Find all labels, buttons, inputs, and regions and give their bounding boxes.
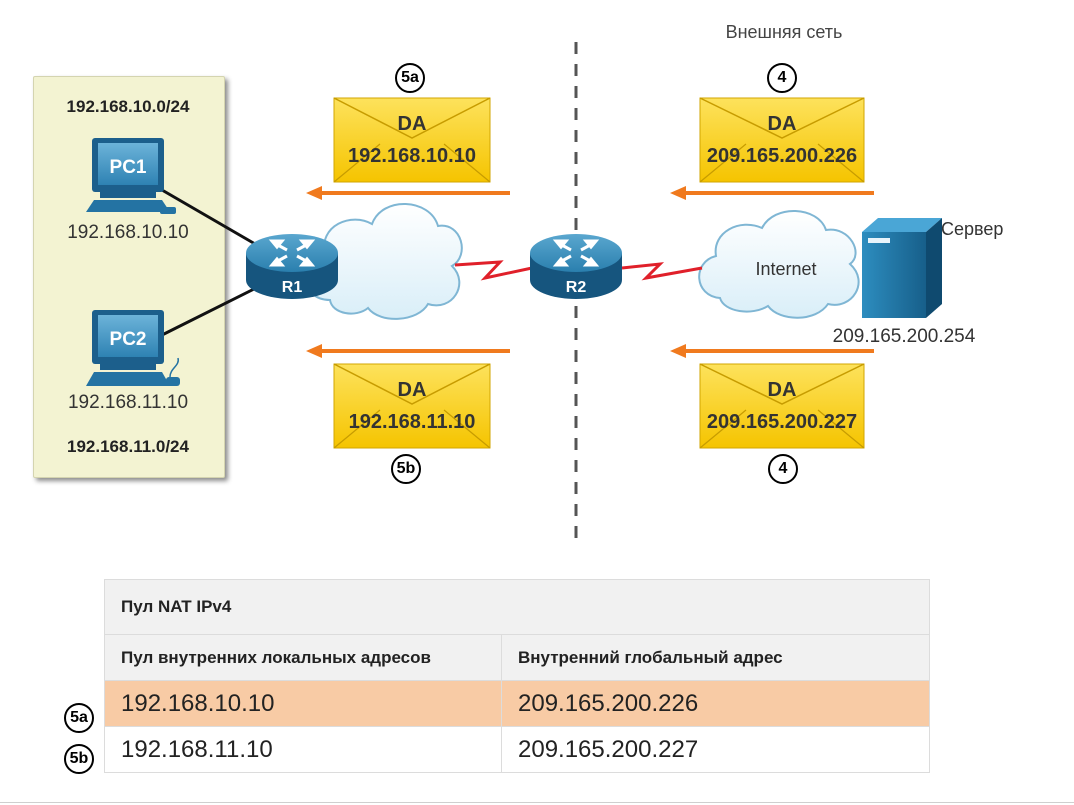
pc1-icon	[86, 138, 176, 214]
internet-label: Internet	[755, 259, 816, 279]
arrow-5b	[306, 344, 510, 358]
envelope-5b-address: 192.168.11.10	[349, 411, 476, 433]
pc1-r1-link	[161, 188, 263, 250]
pc1-name: PC1	[110, 157, 147, 178]
bottom-divider	[0, 802, 1074, 803]
router-r2-icon	[530, 234, 622, 299]
table-title-row: Пул NAT IPv4	[104, 579, 930, 635]
envelope-4-top-title: DA	[768, 113, 797, 135]
table-row: 192.168.11.10 209.165.200.227	[104, 726, 930, 773]
envelope-5a	[333, 97, 491, 183]
router-r1-label: R1	[282, 279, 303, 296]
step-marker-4-top: 4	[767, 63, 797, 93]
table-step-marker-5b: 5b	[64, 744, 94, 774]
envelope-4-top	[699, 97, 865, 183]
step-marker-5b: 5b	[391, 454, 421, 484]
envelope-5a-title: DA	[398, 113, 427, 135]
envelope-4-top-address: 209.165.200.226	[707, 145, 857, 167]
router-r2-label: R2	[566, 279, 587, 296]
table-header-row: Пул внутренних локальных адресов Внутрен…	[104, 634, 930, 681]
pc2-ip: 192.168.11.10	[67, 392, 189, 413]
external-network-label: Внешняя сеть	[726, 22, 843, 42]
header-inside-global: Внутренний глобальный адрес	[501, 634, 930, 681]
nat-pool-table: Пул NAT IPv4 Пул внутренних локальных ад…	[104, 579, 930, 773]
pc2-name: PC2	[110, 329, 147, 350]
arrow-5a	[306, 186, 510, 200]
arrow-4-top	[670, 186, 874, 200]
server-ip: 209.165.200.254	[833, 326, 976, 347]
envelope-4-bottom-address: 209.165.200.227	[707, 411, 857, 433]
envelope-5a-address: 192.168.10.10	[348, 145, 476, 167]
router-r1-icon	[246, 234, 338, 299]
row-5b-local: 192.168.11.10	[104, 726, 502, 773]
pc2-icon	[86, 310, 180, 386]
table-step-marker-5a: 5a	[64, 703, 94, 733]
step-marker-4-bottom: 4	[768, 454, 798, 484]
pc1-ip: 192.168.10.10	[67, 222, 189, 243]
row-5b-global: 209.165.200.227	[501, 726, 930, 773]
row-5a-global: 209.165.200.226	[501, 680, 930, 727]
subnet-bottom-label: 192.168.11.0/24	[67, 437, 189, 456]
serial-link-r1-r2	[454, 260, 533, 281]
envelope-5b	[333, 363, 491, 449]
envelope-5b-title: DA	[398, 379, 427, 401]
server-label: Сервер	[941, 219, 1003, 239]
table-title: Пул NAT IPv4	[104, 579, 930, 635]
envelope-4-bottom-title: DA	[768, 379, 797, 401]
pc2-r1-link	[161, 286, 257, 337]
arrow-4-bottom	[670, 344, 874, 358]
server-icon	[862, 218, 942, 318]
step-marker-5a: 5a	[395, 63, 425, 93]
internet-cloud	[698, 210, 860, 319]
table-row: 192.168.10.10 209.165.200.226	[104, 680, 930, 727]
row-5a-local: 192.168.10.10	[104, 680, 502, 727]
serial-link-r2-internet	[621, 262, 703, 281]
subnet-top-label: 192.168.10.0/24	[66, 97, 190, 116]
envelope-4-bottom	[699, 363, 865, 449]
header-inside-local: Пул внутренних локальных адресов	[104, 634, 502, 681]
